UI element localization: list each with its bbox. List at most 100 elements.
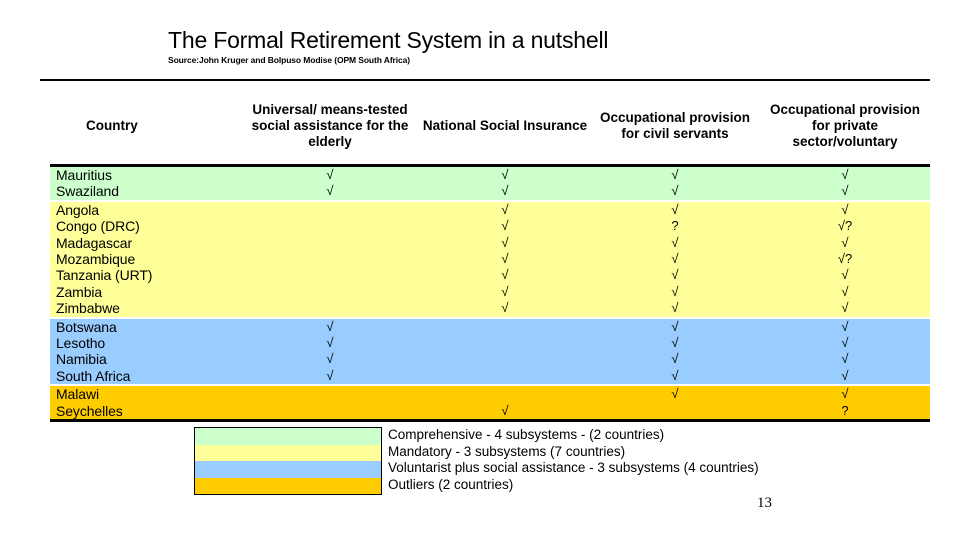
cell-social-assistance: √ — [240, 317, 420, 336]
legend-swatch — [195, 444, 381, 461]
title-divider-rule — [40, 79, 930, 81]
cell-social-insurance: √ — [420, 283, 590, 301]
cell-private-sector: √ — [760, 283, 930, 301]
cell-social-assistance — [240, 218, 420, 235]
table-row: Seychelles √? — [50, 402, 930, 423]
retirement-system-table: Country Universal/ means-tested social a… — [50, 88, 930, 423]
table-body: Mauritius√√√√Swaziland√√√√Angola√√√Congo… — [50, 165, 930, 423]
column-header-country: Country — [50, 88, 240, 167]
legend-label: Voluntarist plus social assistance - 3 s… — [388, 460, 759, 475]
table-row: Congo (DRC)√?√? — [50, 218, 930, 235]
legend-swatch — [195, 428, 381, 445]
legend-swatch-column — [194, 427, 382, 495]
cell-civil-servants: √ — [590, 367, 760, 387]
country-name: Congo (DRC) — [50, 218, 240, 235]
table-row: Malawi√√ — [50, 385, 930, 403]
country-name: Mozambique — [50, 251, 240, 268]
title-block: The Formal Retirement System in a nutshe… — [168, 27, 908, 66]
country-name: Namibia — [50, 351, 240, 368]
cell-social-assistance — [240, 200, 420, 219]
cell-private-sector: √ — [760, 300, 930, 319]
cell-private-sector: √ — [760, 317, 930, 336]
country-name: Seychelles — [50, 402, 240, 423]
country-name: South Africa — [50, 367, 240, 387]
cell-social-insurance: √ — [420, 300, 590, 319]
column-header-social-insurance: National Social Insurance — [420, 88, 590, 167]
cell-social-assistance: √ — [240, 367, 420, 387]
cell-social-assistance — [240, 251, 420, 268]
cell-social-assistance — [240, 300, 420, 319]
country-name: Madagascar — [50, 234, 240, 252]
cell-social-assistance: √ — [240, 183, 420, 202]
table-row: Zimbabwe√√√ — [50, 300, 930, 319]
cell-social-assistance — [240, 234, 420, 252]
cell-civil-servants: √ — [590, 165, 760, 184]
country-name: Swaziland — [50, 183, 240, 202]
country-name: Mauritius — [50, 165, 240, 184]
table-header: Country Universal/ means-tested social a… — [50, 88, 930, 167]
cell-civil-servants: √ — [590, 351, 760, 368]
cell-social-insurance: √ — [420, 183, 590, 202]
cell-social-assistance — [240, 402, 420, 423]
cell-social-assistance: √ — [240, 335, 420, 352]
country-name: Botswana — [50, 317, 240, 336]
cell-social-insurance: √ — [420, 218, 590, 235]
cell-private-sector: √? — [760, 218, 930, 235]
cell-social-insurance: √ — [420, 234, 590, 252]
column-header-private-sector: Occupational provision for private secto… — [760, 88, 930, 167]
cell-private-sector: √ — [760, 367, 930, 387]
cell-private-sector: √ — [760, 351, 930, 368]
table-row: Tanzania (URT)√√√ — [50, 267, 930, 284]
column-header-social-assistance: Universal/ means-tested social assistanc… — [240, 88, 420, 167]
cell-civil-servants: √ — [590, 251, 760, 268]
source-attribution: Source:John Kruger and Bolpuso Modise (O… — [168, 55, 411, 66]
country-name: Angola — [50, 200, 240, 219]
cell-private-sector: √ — [760, 267, 930, 284]
table-row: Botswana√√√ — [50, 317, 930, 336]
cell-civil-servants: √ — [590, 300, 760, 319]
cell-social-insurance: √ — [420, 402, 590, 423]
cell-civil-servants: ? — [590, 218, 760, 235]
cell-social-insurance: √ — [420, 251, 590, 268]
cell-civil-servants: √ — [590, 283, 760, 301]
table-row: Madagascar√√√ — [50, 234, 930, 252]
legend-label: Mandatory - 3 subsystems (7 countries) — [388, 443, 626, 459]
cell-social-insurance — [420, 367, 590, 387]
legend-swatch — [195, 477, 381, 494]
cell-social-insurance — [420, 351, 590, 368]
cell-private-sector: √ — [760, 385, 930, 403]
cell-social-insurance: √ — [420, 267, 590, 284]
column-header-civil-servants: Occupational provision for civil servant… — [590, 88, 760, 167]
cell-civil-servants: √ — [590, 200, 760, 219]
country-name: Zimbabwe — [50, 300, 240, 319]
cell-civil-servants: √ — [590, 234, 760, 252]
legend-label-column: Comprehensive - 4 subsystems - (2 countr… — [388, 427, 759, 495]
cell-civil-servants: √ — [590, 267, 760, 284]
cell-civil-servants — [590, 402, 760, 423]
cell-social-assistance: √ — [240, 351, 420, 368]
cell-private-sector: √ — [760, 234, 930, 252]
cell-social-insurance: √ — [420, 200, 590, 219]
cell-private-sector: ? — [760, 402, 930, 423]
legend-label: Outliers (2 countries) — [388, 476, 514, 492]
cell-private-sector: √ — [760, 200, 930, 219]
table-row: Lesotho√√√ — [50, 335, 930, 352]
table-row: Angola√√√ — [50, 200, 930, 219]
table-row: Swaziland√√√√ — [50, 183, 930, 202]
cell-social-assistance — [240, 267, 420, 284]
table-row: Namibia√√√ — [50, 351, 930, 368]
cell-private-sector: √ — [760, 183, 930, 202]
cell-social-assistance — [240, 385, 420, 403]
cell-social-assistance — [240, 283, 420, 301]
page-number: 13 — [757, 495, 772, 511]
cell-social-insurance — [420, 385, 590, 403]
country-name: Lesotho — [50, 335, 240, 352]
legend-swatch — [195, 461, 381, 478]
cell-private-sector: √ — [760, 165, 930, 184]
cell-civil-servants: √ — [590, 335, 760, 352]
cell-social-assistance: √ — [240, 165, 420, 184]
legend: Comprehensive - 4 subsystems - (2 countr… — [194, 427, 759, 495]
cell-civil-servants: √ — [590, 385, 760, 403]
country-name: Tanzania (URT) — [50, 267, 240, 284]
